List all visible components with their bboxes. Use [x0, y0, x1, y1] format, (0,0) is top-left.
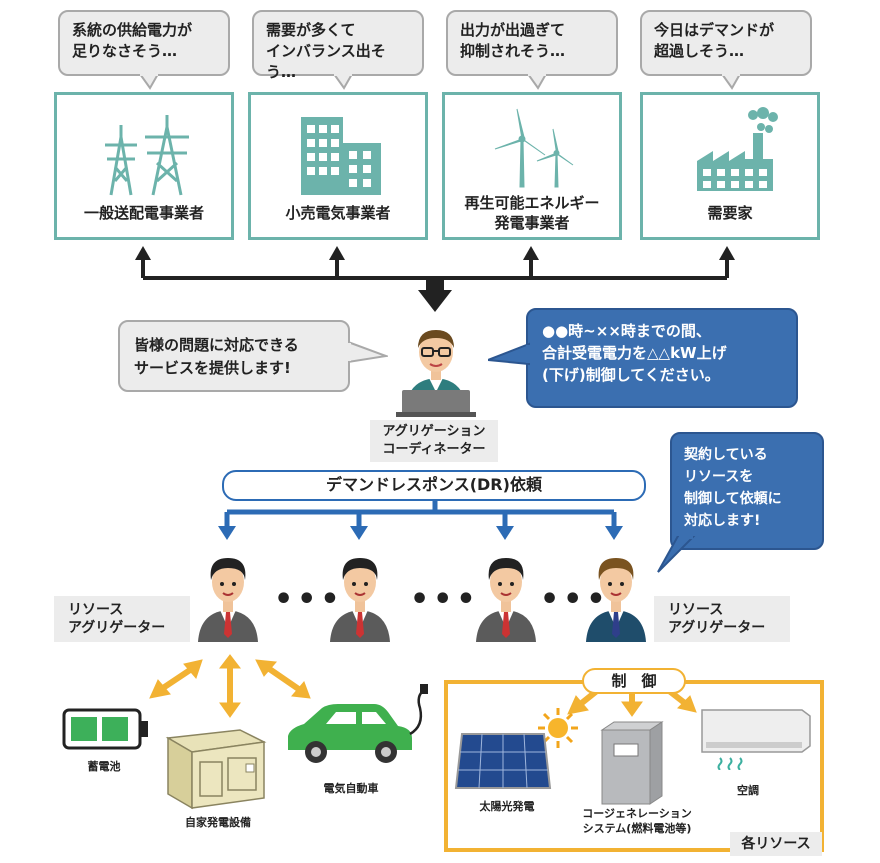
stakeholder-retailer: 小売電気事業者: [248, 92, 428, 240]
speech-bubble-grid-operator: 系統の供給電力が 足りなさそう…: [58, 10, 230, 76]
aggregator-label-right: リソース アグリゲーター: [654, 596, 790, 642]
aggregator-label-left: リソース アグリゲーター: [54, 596, 190, 642]
speech-text: 契約している リソースを 制御して依頼に 対応します!: [684, 447, 782, 529]
ev-label: 電気自動車: [323, 782, 379, 795]
battery-icon: [62, 708, 148, 750]
office-building-icon: [301, 117, 381, 195]
bubble-tail-left: [348, 340, 388, 364]
speech-text: ●●時~××時までの間、 合計受電電力を△△kW上げ (下げ)制御してください。: [542, 322, 727, 384]
speech-text: 皆様の問題に対応できる サービスを提供します!: [134, 336, 299, 377]
stakeholder-consumer: 需要家: [640, 92, 820, 240]
coordinator-speech-left: 皆様の問題に対応できる サービスを提供します!: [118, 320, 350, 392]
ev-icon: [288, 684, 428, 763]
power-tower-icon: [105, 115, 189, 196]
speech-bubble-renewable: 出力が出過ぎて 抑制されそう…: [446, 10, 618, 76]
aggregator-avatar: [198, 558, 258, 642]
stakeholder-grid-operator: 一般送配電事業者: [54, 92, 234, 240]
speech-text: 系統の供給電力が 足りなさそう…: [72, 21, 193, 60]
dr-request-label: デマンドレスポンス(DR)依頼: [326, 475, 542, 494]
speech-bubble-retailer: 需要が多くて インバランス出そう…: [252, 10, 424, 81]
aggregator-avatar: [476, 558, 536, 642]
stakeholder-label: 需要家: [707, 204, 753, 222]
bubble-tail-aggregator: [657, 536, 696, 573]
control-label: 制 御: [582, 668, 686, 694]
coordinator-label: アグリゲーション コーディネーター: [370, 420, 498, 462]
generator-label: 自家発電設備: [185, 816, 251, 829]
aggregator-speech: 契約している リソースを 制御して依頼に 対応します!: [670, 432, 824, 550]
speech-text: 今日はデマンドが 超過しそう…: [654, 21, 775, 60]
speech-text: 出力が出過ぎて 抑制されそう…: [460, 21, 566, 60]
ellipsis-dots: •••: [540, 582, 610, 617]
aggregator-avatar-right: [586, 558, 646, 642]
speech-text: 需要が多くて インバランス出そう…: [266, 21, 386, 81]
wind-turbine-icon: [494, 108, 574, 188]
solar-panel-icon: [454, 733, 552, 789]
solar-label: 太陽光発電: [479, 800, 535, 813]
coordinator-avatar: [396, 330, 476, 417]
sun-icon: [538, 708, 578, 748]
aggregator-avatar: [330, 558, 390, 642]
aircon-label: 空調: [737, 784, 759, 797]
factory-icon: [697, 107, 778, 191]
ellipsis-dots: •••: [410, 582, 480, 617]
bubble-tail-right: [488, 342, 530, 366]
speech-bubble-consumer: 今日はデマンドが 超過しそう…: [640, 10, 812, 76]
stakeholder-label: 小売電気事業者: [285, 204, 391, 222]
cogeneration-label: コージェネレーション システム(燃料電池等): [582, 807, 692, 835]
resources-label: 各リソース: [730, 832, 822, 856]
generator-icon: [165, 729, 267, 810]
stakeholder-renewable: 再生可能エネルギー 発電事業者: [442, 92, 622, 240]
cogeneration-icon: [600, 721, 664, 805]
air-conditioner-icon: [701, 709, 811, 770]
stakeholder-label: 再生可能エネルギー 発電事業者: [464, 194, 600, 232]
bubble-tails: [138, 74, 742, 90]
stakeholder-label: 一般送配電事業者: [83, 204, 204, 222]
ellipsis-dots: •••: [274, 582, 344, 617]
coordinator-speech-right: ●●時~××時までの間、 合計受電電力を△△kW上げ (下げ)制御してください。: [526, 308, 798, 408]
battery-label: 蓄電池: [87, 760, 121, 773]
dr-request-bar: デマンドレスポンス(DR)依頼: [222, 470, 646, 501]
